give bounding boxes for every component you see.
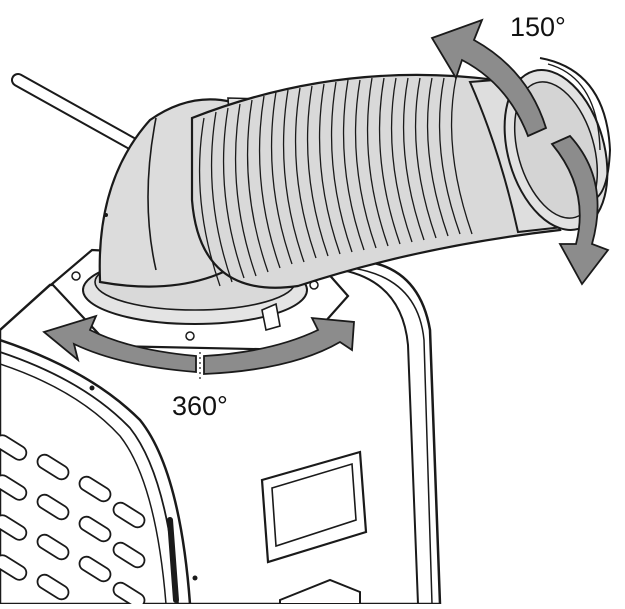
swivel-angle-label: 360° xyxy=(172,391,228,421)
tilt-angle-label: 150° xyxy=(510,12,566,42)
flexible-hose xyxy=(190,57,612,289)
swivel-arrow-left xyxy=(42,314,197,373)
tilt-rotation-arrows xyxy=(430,18,610,286)
tilt-arrow-down xyxy=(550,134,610,286)
vent-grille xyxy=(0,434,146,609)
swivel-arrow-right xyxy=(203,316,355,375)
swivel-rotation-arrows xyxy=(42,314,355,380)
carry-handle xyxy=(260,450,368,605)
tilt-arrow-up xyxy=(430,18,548,138)
